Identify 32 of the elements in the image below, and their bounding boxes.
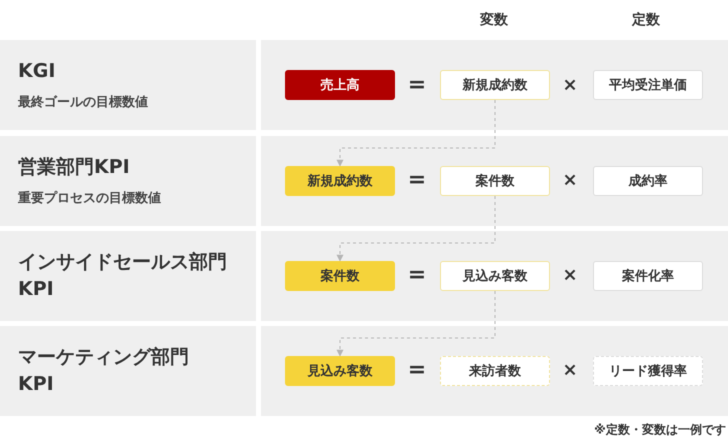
- footnote: ※定数・変数は一例です: [594, 422, 726, 438]
- metric-box: 見込み客数: [440, 261, 550, 291]
- multiply-sign: ×: [562, 74, 578, 96]
- multiply-sign: ×: [562, 264, 578, 286]
- metric-box: 平均受注単価: [593, 70, 703, 100]
- multiply-sign: ×: [562, 360, 578, 380]
- metric-box: 売上高: [285, 70, 395, 100]
- metric-box: 新規成約数: [285, 166, 395, 196]
- equals-sign: =: [408, 358, 426, 382]
- level-title: KGI: [18, 59, 56, 84]
- metric-box: 案件数: [285, 261, 395, 291]
- metric-box: 案件化率: [593, 261, 703, 291]
- dashed-arrow: [336, 100, 496, 167]
- level-description: 重要プロセスの目標数値: [18, 190, 162, 207]
- equals-sign: =: [408, 168, 426, 192]
- metric-box: 成約率: [593, 166, 703, 196]
- level-description: 最終ゴールの目標数値: [18, 94, 149, 111]
- dashed-arrow: [336, 290, 496, 357]
- level-title: インサイドセールス部門KPI: [18, 250, 228, 302]
- equals-sign: =: [408, 72, 426, 98]
- metric-box: 来訪者数: [440, 356, 550, 386]
- column-header: 定数: [632, 11, 660, 29]
- column-header: 変数: [480, 11, 508, 29]
- level-title: マーケティング部門KPI: [18, 345, 190, 397]
- dashed-arrow: [336, 196, 496, 262]
- metric-box: 案件数: [440, 166, 550, 196]
- metric-box: 見込み客数: [285, 356, 395, 386]
- metric-box: 新規成約数: [440, 70, 550, 100]
- metric-box: リード獲得率: [593, 356, 703, 386]
- equals-sign: =: [408, 262, 426, 288]
- level-title: 営業部門KPI: [18, 155, 131, 180]
- multiply-sign: ×: [562, 170, 578, 190]
